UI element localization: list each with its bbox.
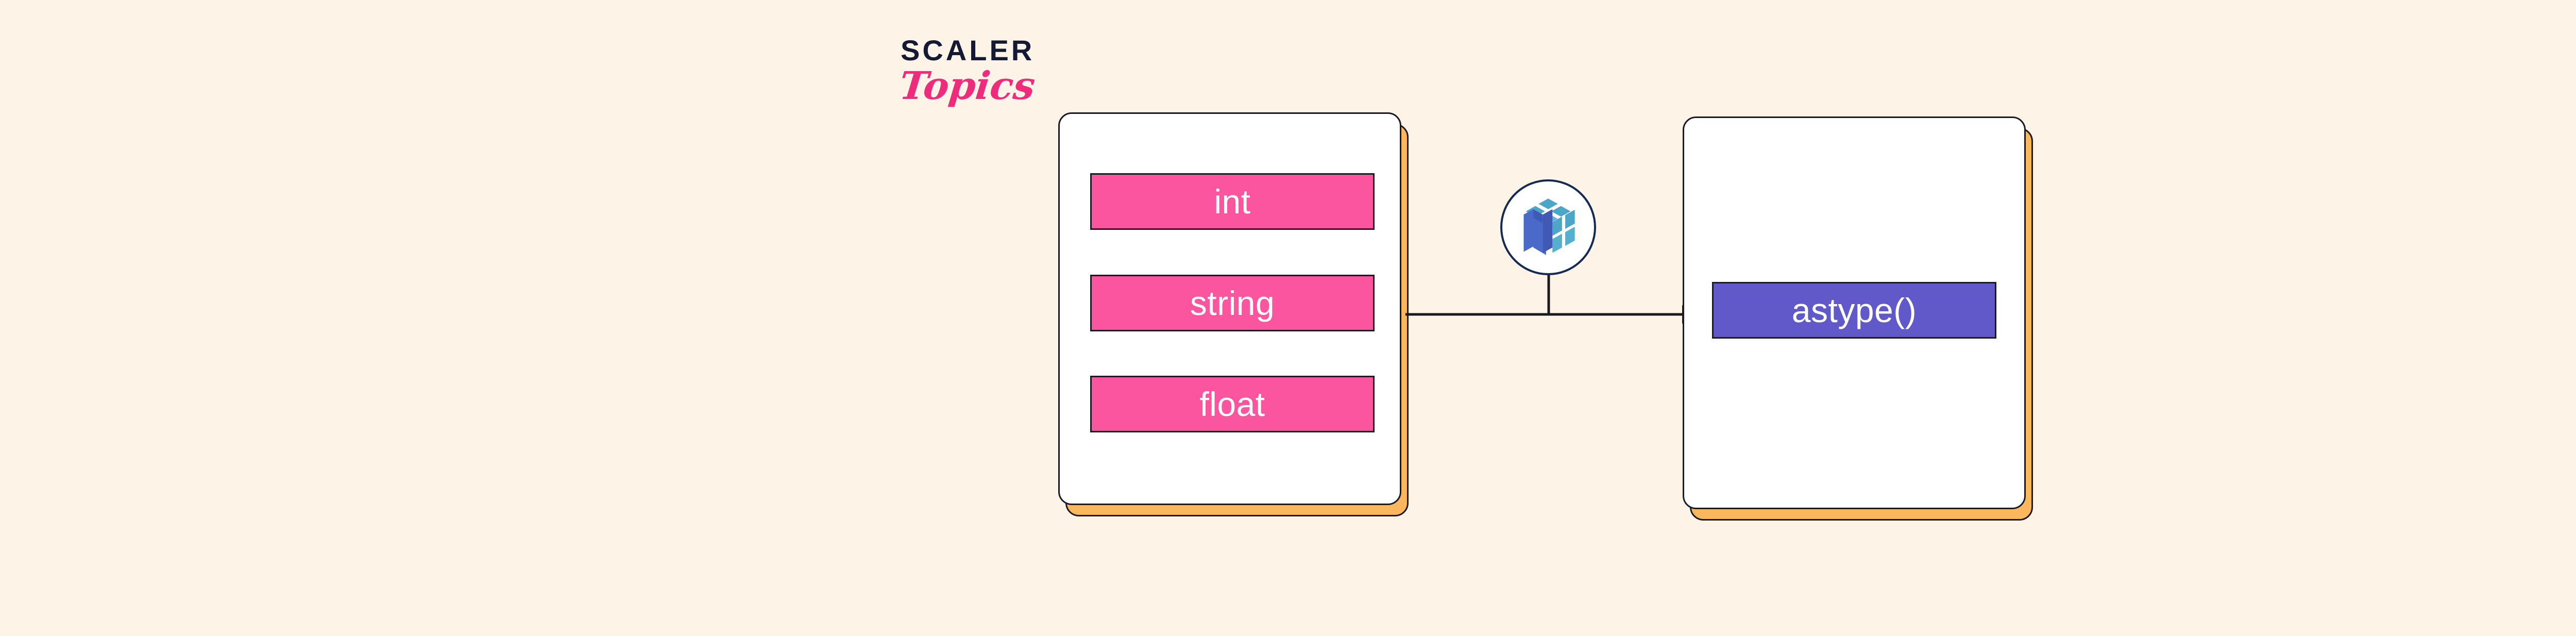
card-face: astype() bbox=[1683, 116, 2026, 509]
numpy-logo bbox=[1500, 179, 1596, 275]
method-chip-astype[interactable]: astype() bbox=[1712, 282, 1996, 339]
numpy-logo-circle bbox=[1500, 179, 1596, 275]
data-types-card: int string float bbox=[1058, 112, 1409, 516]
type-chip-int[interactable]: int bbox=[1090, 173, 1375, 230]
type-chip-string[interactable]: string bbox=[1090, 275, 1375, 331]
type-chip-float[interactable]: float bbox=[1090, 376, 1375, 432]
logo-wordmark-scaler: SCALER bbox=[901, 34, 1035, 66]
logo-wordmark-topics: Topics bbox=[897, 64, 1038, 108]
scaler-topics-logo: SCALER Topics bbox=[897, 34, 1038, 119]
method-card: astype() bbox=[1683, 116, 2033, 521]
card-face: int string float bbox=[1058, 112, 1401, 505]
numpy-cube-icon bbox=[1523, 198, 1575, 255]
